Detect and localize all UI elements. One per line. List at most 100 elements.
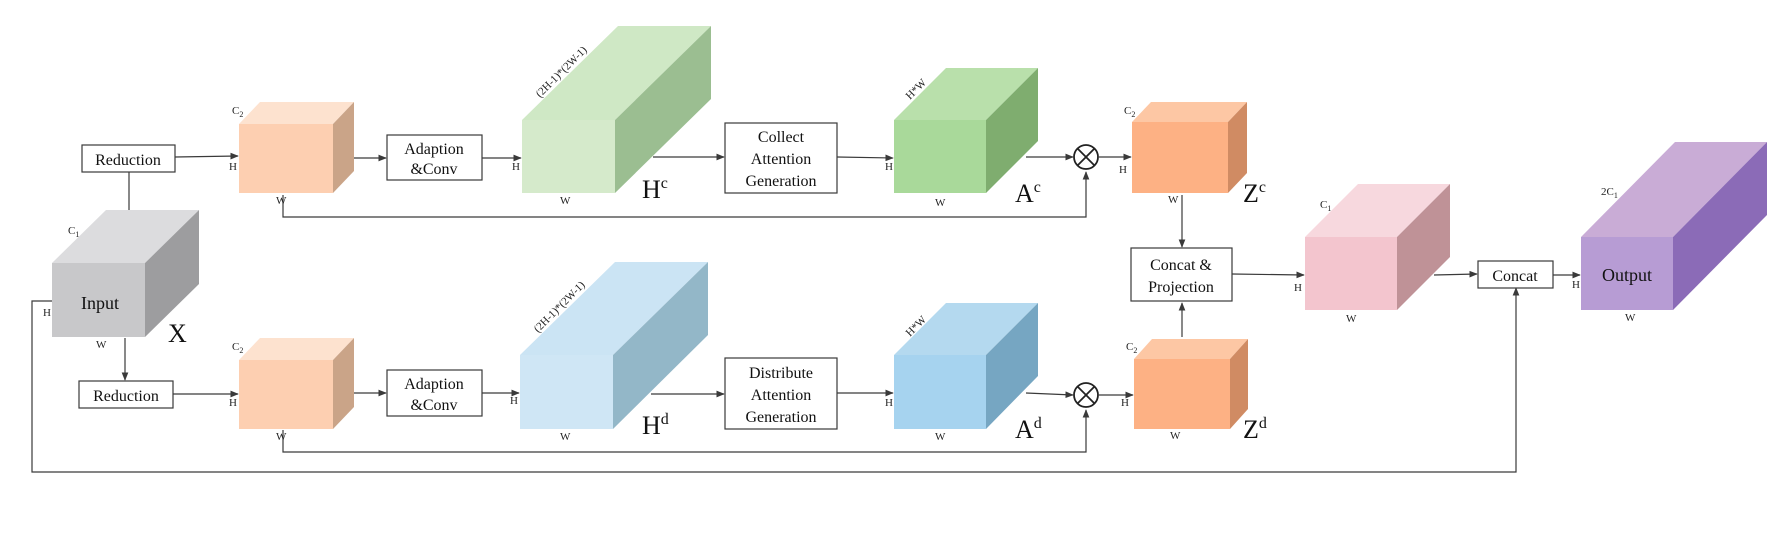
ad-h-label: H (885, 397, 893, 409)
ac-label: Ac (1015, 179, 1041, 208)
distribute-attention-box: Distribute Attention Generation (724, 357, 838, 430)
input-h-label: H (43, 307, 51, 319)
adaption-top-box: Adaption &Conv (386, 134, 483, 181)
hc-h-label: H (512, 161, 520, 173)
reduced-cube-bottom-top (239, 338, 354, 360)
reduced-cube-top-side (333, 102, 354, 193)
projection-h-label: H (1294, 282, 1302, 294)
input-c1-label: C1 (68, 225, 79, 239)
skip-top-arrow (282, 171, 1090, 218)
residual-arrow (31, 287, 1520, 473)
hc-cube-side (615, 26, 711, 193)
collect-line2: Attention (751, 151, 811, 168)
projection-cube-top (1305, 184, 1450, 237)
output-2c1-label: 2C1 (1601, 186, 1618, 200)
output-cube: Output (1581, 142, 1767, 310)
ad-cube-front (894, 355, 986, 429)
zd-label: Zd (1243, 415, 1267, 444)
input-label: Input (81, 293, 119, 313)
zd-h-label: H (1121, 397, 1129, 409)
zd-cube (1134, 339, 1248, 429)
reduced-cube-bottom-side (333, 338, 354, 429)
zc-c2-label: C2 (1124, 105, 1135, 119)
reduced-cube-bottom (239, 338, 354, 429)
adaption-top-line1: Adaption (404, 141, 464, 158)
concat-projection-box: Concat & Projection (1130, 247, 1233, 302)
x-label: X (168, 319, 187, 348)
zc-cube-top (1132, 102, 1247, 122)
output-cube-front (1581, 237, 1673, 310)
zc-cube (1132, 102, 1247, 193)
ad-to-otimes-bottom-arrow (1025, 391, 1074, 399)
reduced-cube-top-top (239, 102, 354, 124)
ad-label: Ad (1015, 415, 1042, 444)
zd-cube-front (1134, 359, 1230, 429)
reduced-cube-top (239, 102, 354, 193)
ac-cube (894, 68, 1038, 193)
ad-cube-top (894, 303, 1038, 355)
zc-label: Zc (1243, 179, 1266, 208)
output-cube-side (1673, 142, 1767, 310)
projection-cube (1305, 184, 1450, 310)
hd-h-label: H (510, 395, 518, 407)
zd-c2-label: C2 (1126, 341, 1137, 355)
reduction-top-label: Reduction (95, 152, 161, 169)
projection-c1-label: C1 (1320, 199, 1331, 213)
zc-w-label: W (1168, 194, 1179, 206)
output-h-label: H (1572, 279, 1580, 291)
zd-w-label: W (1170, 430, 1181, 442)
ac-cube-side (986, 68, 1038, 193)
reduced-top-c2-label: C2 (232, 105, 243, 119)
input-cube-side (145, 210, 199, 337)
concat-box: Concat (1477, 260, 1554, 289)
input-cube-front (52, 263, 145, 337)
reduced-cube-top-front (239, 124, 333, 193)
ad-cube-side (986, 303, 1038, 429)
reduction-top-box: Reduction (81, 144, 176, 173)
output-label: Output (1602, 265, 1652, 285)
ac-cube-top (894, 68, 1038, 120)
adaption-bottom-box: Adaption &Conv (386, 369, 483, 417)
reduced-cube-bottom-front (239, 360, 333, 429)
ad-w-label: W (935, 431, 946, 443)
ad-cube (894, 303, 1038, 429)
hc-w-label: W (560, 195, 571, 207)
hc-cube-top (522, 26, 711, 120)
reduction-bottom-box: Reduction (78, 380, 174, 409)
ac-cube-front (894, 120, 986, 193)
ac-w-label: W (935, 197, 946, 209)
zc-cube-side (1228, 102, 1247, 193)
reduction-bottom-label: Reduction (93, 388, 159, 405)
ac-h-label: H (885, 161, 893, 173)
reduced-bottom-w-label: W (276, 431, 287, 443)
hd-cube-side (613, 262, 708, 429)
reduced-bottom-c2-label: C2 (232, 341, 243, 355)
projection-cube-front (1305, 237, 1397, 310)
collect-to-ac-arrow (836, 154, 894, 162)
zc-h-label: H (1119, 164, 1127, 176)
hd-w-label: W (560, 431, 571, 443)
adaption-top-line2: &Conv (410, 161, 457, 178)
hd-cube-top (520, 262, 708, 355)
input-cube-top (52, 210, 199, 263)
reduced-top-w-label: W (276, 195, 287, 207)
projection-w-label: W (1346, 313, 1357, 325)
hd-cube-front (520, 355, 613, 429)
collect-line1: Collect (758, 129, 805, 146)
pink-to-concat-arrow (1433, 270, 1478, 278)
hc-cube (522, 26, 711, 193)
otimes-top (1073, 144, 1099, 170)
concat-proj-to-pink-arrow (1231, 271, 1305, 279)
reduction-top-to-cube-arrow (174, 152, 239, 160)
collect-line3: Generation (745, 173, 816, 190)
projection-cube-side (1397, 184, 1450, 310)
hd-label: Hd (642, 411, 669, 440)
input-cube: Input (52, 210, 199, 337)
concat-proj-line1: Concat & (1150, 257, 1212, 274)
connectors (31, 152, 1581, 473)
reduced-top-h-label: H (229, 161, 237, 173)
collect-attention-box: Collect Attention Generation (724, 122, 838, 194)
input-w-label: W (96, 339, 107, 351)
concat-proj-line2: Projection (1148, 279, 1214, 296)
